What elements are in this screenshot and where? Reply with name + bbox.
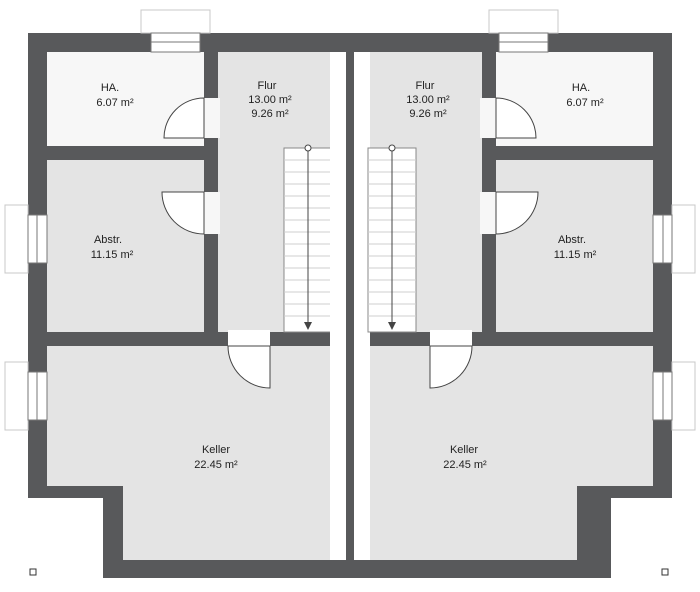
window-left-upper (4, 204, 48, 274)
room-keller-right (370, 346, 653, 560)
room-abstr-left (47, 160, 204, 332)
door-gap-abstr-left (202, 192, 220, 234)
door-swing-ha-left (163, 97, 205, 139)
corner-marker-left (29, 568, 37, 576)
label-flur-right: Flur (416, 80, 435, 92)
label-flur-left: Flur (258, 80, 277, 92)
party-wall-gap-right (352, 52, 370, 560)
label-keller-right: Keller (450, 444, 478, 456)
door-gap-ha-left (202, 98, 220, 138)
party-wall (346, 52, 354, 560)
door-swing-abstr-right (495, 191, 539, 235)
room-abstr-right (496, 160, 653, 332)
window-right-upper (652, 204, 696, 274)
door-gap-keller-left (228, 330, 270, 348)
window-left-lower (4, 361, 48, 431)
party-wall-gap-left (330, 52, 348, 560)
window-top-left (140, 9, 211, 53)
area2-flur-left: 9.26 m² (251, 108, 289, 120)
door-swing-abstr-left (161, 191, 205, 235)
window-top-right (488, 9, 559, 53)
corner-marker-right (661, 568, 669, 576)
door-gap-abstr-right (480, 192, 498, 234)
area-ha-right: 6.07 m² (566, 97, 604, 109)
door-swing-ha-right (495, 97, 537, 139)
area-keller-right: 22.45 m² (443, 459, 487, 471)
area-ha-left: 6.07 m² (96, 97, 134, 109)
area-flur-left: 13.00 m² (248, 94, 292, 106)
label-ha-left: HA. (101, 82, 119, 94)
window-right-lower (652, 361, 696, 431)
door-gap-ha-right (480, 98, 498, 138)
room-keller-left (47, 346, 330, 560)
area2-flur-right: 9.26 m² (409, 108, 447, 120)
door-gap-keller-right (430, 330, 472, 348)
label-abstr-left: Abstr. (94, 234, 122, 246)
staircase-left (283, 144, 333, 333)
label-abstr-right: Abstr. (558, 234, 586, 246)
area-flur-right: 13.00 m² (406, 94, 450, 106)
area-abstr-right: 11.15 m² (554, 249, 597, 261)
area-abstr-left: 11.15 m² (91, 249, 134, 261)
label-ha-right: HA. (572, 82, 590, 94)
staircase-right (367, 144, 417, 333)
label-keller-left: Keller (202, 444, 230, 456)
door-swing-keller-left (227, 345, 271, 389)
door-swing-keller-right (429, 345, 473, 389)
area-keller-left: 22.45 m² (194, 459, 238, 471)
